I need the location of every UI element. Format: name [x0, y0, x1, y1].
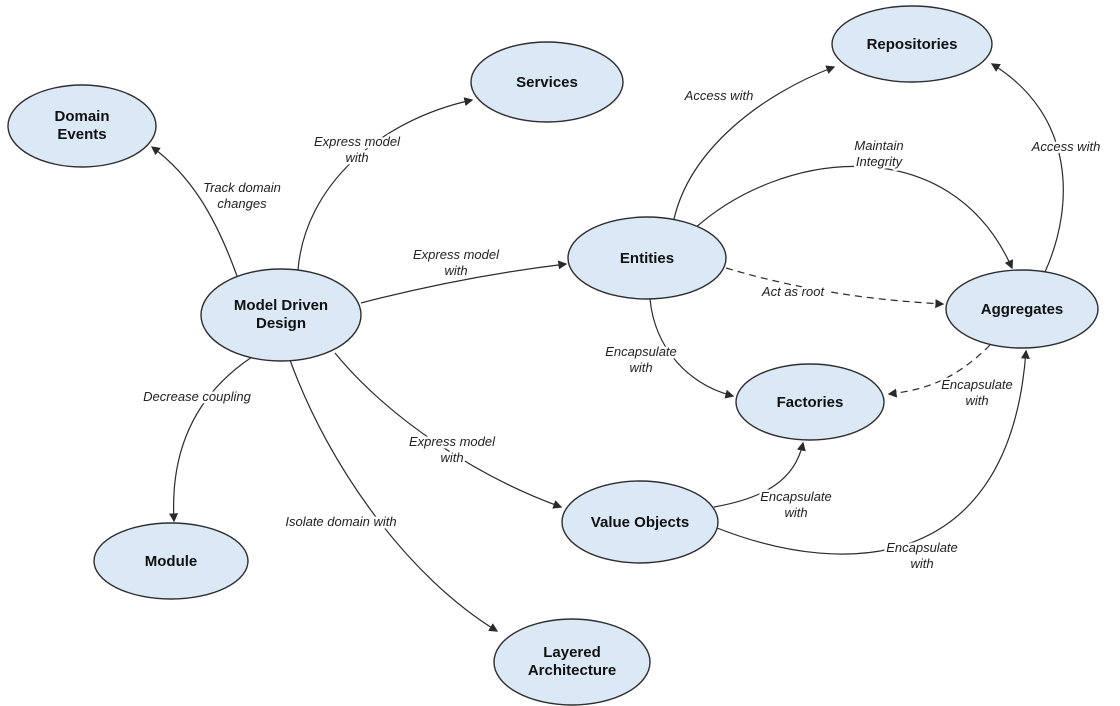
node-services: Services	[470, 41, 624, 123]
node-domain-events-label-line1: Domain	[54, 108, 109, 125]
node-repositories-shape	[831, 5, 993, 83]
edge-label-isolate-domain-with: Isolate domain with	[283, 512, 399, 532]
node-value-objects: Value Objects	[561, 480, 719, 564]
edge-label-track-domain-changes: Track domain changes	[201, 178, 284, 214]
edge-label-act-as-root: Act as root	[758, 282, 828, 302]
edge-entities-to-aggregates-maintain-integrity	[692, 165, 1014, 270]
node-aggregates: Aggregates	[945, 269, 1099, 349]
edge-label-line: with	[345, 150, 368, 165]
node-model-driven-design: Model Driven Design	[200, 268, 362, 362]
node-value-objects-shape	[561, 480, 719, 564]
node-value-objects-label: Value Objects	[591, 514, 689, 531]
node-entities-label: Entities	[620, 250, 674, 267]
edge-label-encapsulate-with-value-objects-aggregates: Encapsulate with	[884, 538, 961, 574]
edge-value-objects-to-factories	[713, 441, 806, 508]
edge-label-line: with	[440, 450, 463, 465]
edge-label-line: Encapsulate	[886, 540, 958, 555]
node-model-driven-design-label-line1: Model Driven	[234, 297, 328, 314]
edge-mdd-to-module	[169, 356, 253, 523]
edge-label-decrease-coupling: Decrease coupling	[141, 387, 254, 407]
edge-label-encapsulate-with-aggregates-factories: Encapsulate with	[939, 375, 1016, 411]
edge-label-line: Access with	[1031, 139, 1101, 154]
edge-label-line: Decrease coupling	[143, 389, 251, 404]
node-layered-architecture-label-line2: Architecture	[528, 662, 616, 679]
edge-label-express-model-with-services: Express model with	[312, 132, 404, 168]
node-services-label: Services	[516, 74, 578, 91]
node-layered-architecture-shape	[493, 618, 651, 706]
edge-label-line: with	[965, 393, 988, 408]
edge-entities-to-aggregates-act-as-root	[725, 267, 945, 309]
edge-entities-to-repositories	[673, 65, 836, 220]
edge-mdd-to-services	[297, 97, 474, 271]
edge-label-express-model-with-entities: Express model with	[411, 245, 503, 281]
edge-aggregates-to-repositories	[990, 63, 1064, 273]
node-repositories-label: Repositories	[867, 36, 958, 53]
edge-label-line: Access with	[684, 88, 754, 103]
edge-label-maintain-integrity: Maintain Integrity	[852, 136, 906, 172]
edge-label-encapsulate-with-entities-factories: Encapsulate with	[603, 342, 680, 378]
edge-mdd-to-entities	[360, 260, 568, 304]
node-domain-events-shape	[7, 84, 157, 168]
edge-label-line: Express model	[409, 434, 496, 449]
node-services-shape	[470, 41, 624, 123]
node-model-driven-design-shape	[200, 268, 362, 362]
node-module-shape	[93, 522, 249, 600]
node-aggregates-label: Aggregates	[981, 301, 1064, 318]
edge-label-access-with-entities: Access with	[681, 86, 756, 106]
edge-mdd-to-domain-events	[150, 146, 238, 277]
edge-label-line: with	[784, 505, 807, 520]
node-module: Module	[93, 522, 249, 600]
edge-label-line: Encapsulate	[760, 489, 832, 504]
edge-label-line: with	[910, 556, 933, 571]
edge-value-objects-to-aggregates	[716, 349, 1030, 555]
edge-label-line: Track domain	[203, 180, 281, 195]
edge-label-line: Act as root	[761, 284, 826, 299]
edge-mdd-to-value-objects	[334, 352, 563, 509]
edge-label-line: Express model	[413, 247, 500, 262]
edge-label-line: Isolate domain with	[285, 514, 396, 529]
node-factories-label: Factories	[777, 394, 844, 411]
edge-label-line: Express model	[314, 134, 401, 149]
node-domain-events-label-line2: Events	[57, 126, 106, 143]
edge-label-line: Integrity	[856, 154, 904, 169]
edge-label-line: Maintain	[854, 138, 903, 153]
node-layered-architecture-label-line1: Layered	[543, 644, 601, 661]
edge-label-line: Encapsulate	[605, 344, 677, 359]
node-module-label: Module	[145, 553, 198, 570]
edge-label-line: with	[444, 263, 467, 278]
node-domain-events: Domain Events	[7, 84, 157, 168]
node-layered-architecture: Layered Architecture	[493, 618, 651, 706]
edge-label-line: changes	[217, 196, 267, 211]
edge-entities-to-factories	[649, 298, 735, 399]
node-entities: Entities	[567, 216, 727, 300]
edge-mdd-to-layered-architecture	[289, 359, 499, 632]
edge-label-express-model-with-value-objects: Express model with	[407, 432, 499, 468]
edge-aggregates-to-factories	[887, 344, 991, 398]
edge-label-encapsulate-with-value-objects-factories: Encapsulate with	[758, 487, 835, 523]
edge-label-access-with-aggregates: Access with	[1028, 137, 1103, 157]
node-factories: Factories	[735, 363, 885, 441]
node-entities-shape	[567, 216, 727, 300]
edge-label-line: with	[629, 360, 652, 375]
node-model-driven-design-label-line2: Design	[256, 315, 306, 332]
node-repositories: Repositories	[831, 5, 993, 83]
node-aggregates-shape	[945, 269, 1099, 349]
node-factories-shape	[735, 363, 885, 441]
edge-label-line: Encapsulate	[941, 377, 1013, 392]
